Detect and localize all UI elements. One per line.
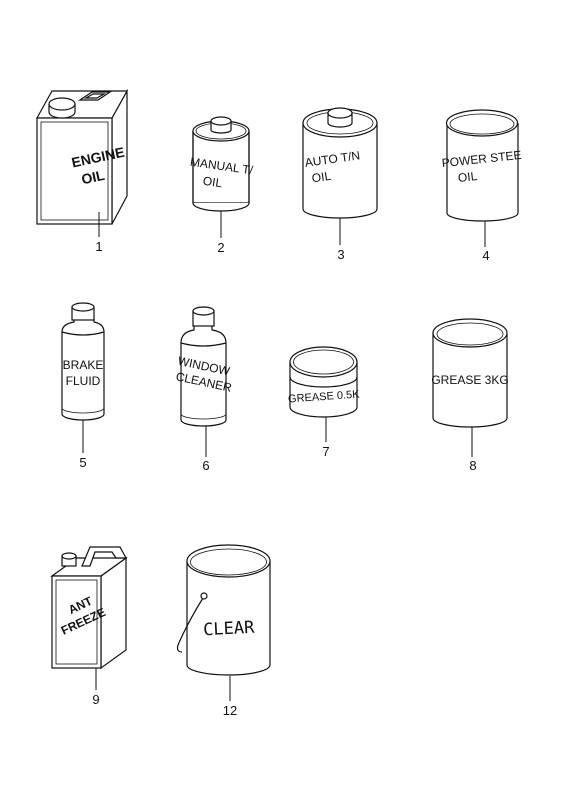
part-8-number: 8	[469, 458, 476, 473]
part-9-antifreeze[interactable]: ANT FREEZE 9	[50, 546, 128, 707]
part-12-label-line-1: CLEAR	[203, 618, 256, 641]
brake-fluid-bottle-icon	[61, 302, 105, 421]
grease-tin-small-icon	[289, 346, 358, 418]
part-3-label-line-2: OIL	[311, 169, 332, 186]
part-2-label-line-2: OIL	[202, 174, 223, 191]
part-4-number: 4	[482, 248, 489, 263]
window-cleaner-bottle-icon	[180, 306, 227, 427]
part-7-number: 7	[322, 444, 329, 459]
part-1-label-line-2: OIL	[80, 167, 107, 188]
part-7-grease-small[interactable]: GREASE 0.5K 7	[288, 346, 361, 459]
part-5-label-line-1: BRAKE	[63, 358, 104, 372]
part-8-label-line-1: GREASE 3KG	[431, 373, 508, 387]
auto-transmission-oil-can-icon	[302, 107, 378, 219]
antifreeze-jug-icon	[50, 546, 128, 670]
part-6-number: 6	[202, 458, 209, 473]
part-5-brake-fluid[interactable]: BRAKE FLUID 5	[61, 302, 105, 470]
part-5-label-line-2: FLUID	[66, 374, 101, 388]
manual-transmission-oil-can-icon	[192, 116, 250, 212]
part-3-number: 3	[337, 247, 344, 262]
power-steering-oil-can-icon	[445, 109, 519, 222]
part-2-number: 2	[217, 240, 224, 255]
part-9-number: 9	[92, 692, 99, 707]
grease-can-large-icon	[432, 318, 508, 428]
part-5-number: 5	[79, 455, 86, 470]
part-2-manual-transmission-oil[interactable]: MANUAL T/ OIL 2	[189, 116, 255, 255]
clear-coat-pail-icon	[176, 544, 271, 676]
engine-oil-can-icon	[35, 88, 129, 225]
part-3-auto-transmission-oil[interactable]: AUTO T/N OIL 3	[302, 107, 378, 262]
part-1-number: 1	[95, 239, 102, 254]
part-1-engine-oil[interactable]: ENGINE OIL 1	[35, 88, 129, 254]
part-6-window-cleaner[interactable]: WINDOW CLEANER 6	[175, 306, 234, 473]
part-4-label-line-2: OIL	[457, 169, 478, 185]
part-8-grease-large[interactable]: GREASE 3KG 8	[431, 318, 509, 473]
part-12-clear-pail[interactable]: CLEAR 12	[176, 544, 271, 718]
part-7-label-line-1: GREASE 0.5K	[288, 388, 361, 405]
part-4-power-steering-oil[interactable]: POWER STEE OIL 4	[441, 109, 522, 263]
part-12-number: 12	[223, 703, 237, 718]
